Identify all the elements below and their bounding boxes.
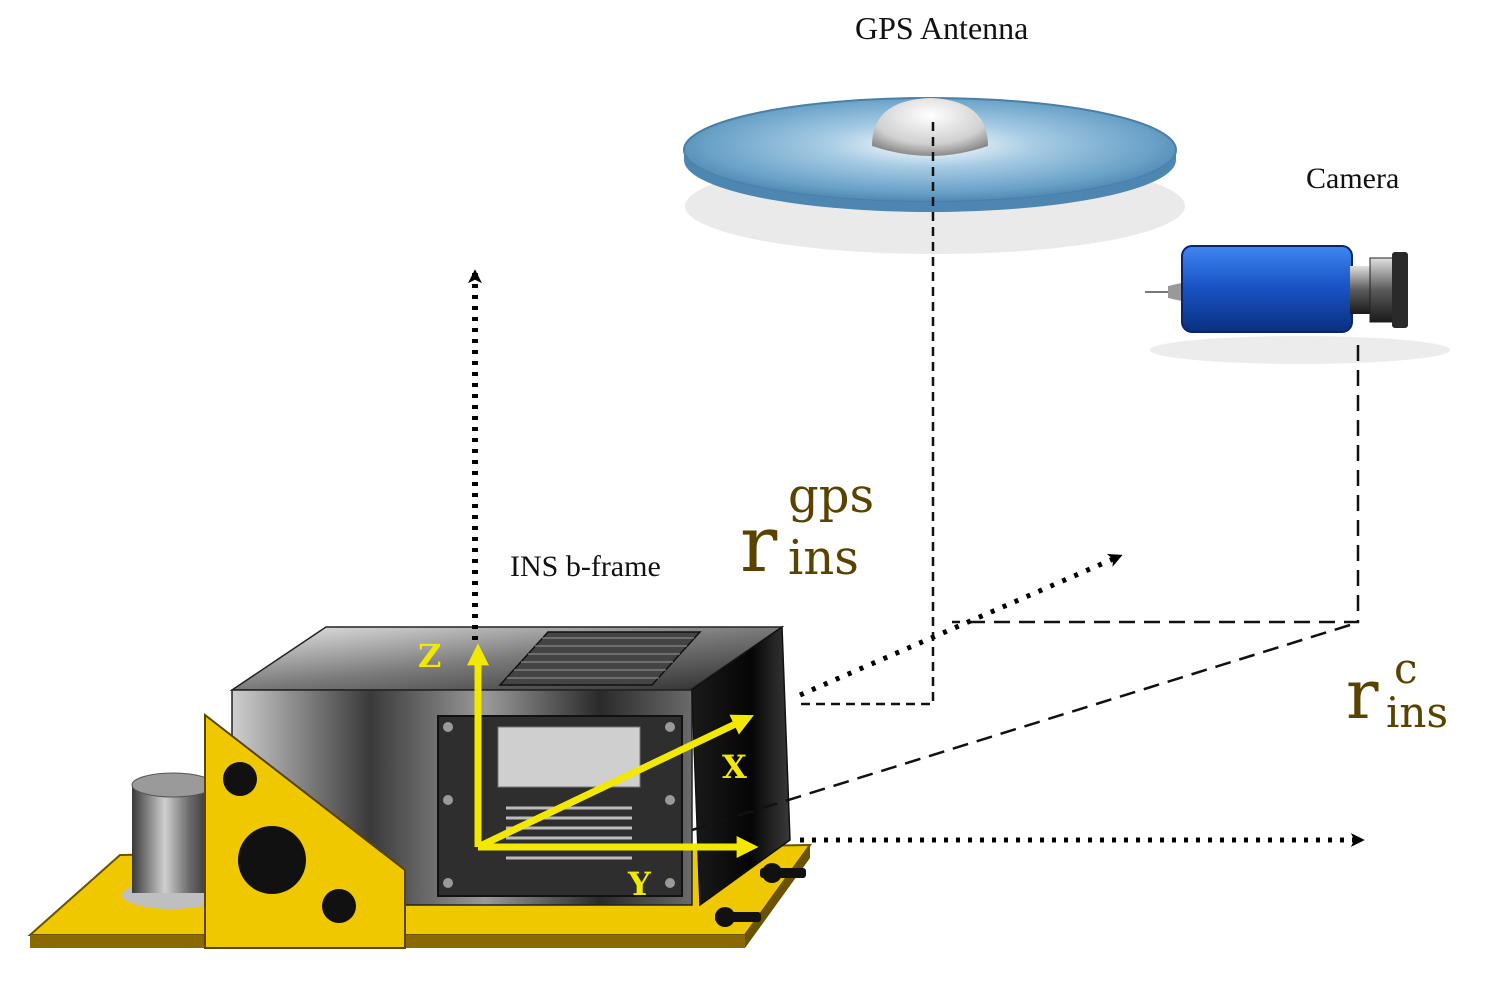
- r-ins-gps-symbol: r gps ins: [740, 472, 940, 602]
- r-ins-c-symbol: r c ins: [1346, 648, 1496, 748]
- ins-unit-icon: [229, 625, 806, 927]
- r-gps-superscript: gps: [788, 468, 875, 524]
- ins-frame-label: INS b-frame: [510, 550, 661, 583]
- ins-body-axes: Z X Y: [418, 637, 759, 903]
- y-axis-label: Y: [627, 865, 652, 903]
- x-axis-label: X: [722, 748, 747, 786]
- camera-icon: [1145, 245, 1450, 364]
- r-cam-superscript: c: [1394, 644, 1418, 693]
- r-cam-subscript: ins: [1386, 688, 1449, 737]
- r-gps-base: r: [740, 500, 778, 590]
- r-gps-subscript: ins: [788, 530, 859, 586]
- gps-antenna-label: GPS Antenna: [855, 10, 1029, 46]
- x-axis-arrow: [476, 714, 754, 851]
- camera-label: Camera: [1306, 162, 1400, 195]
- ins-cylinder-component: [122, 772, 222, 909]
- ins-side-bracket: [204, 712, 406, 949]
- gps-antenna-icon: [683, 97, 1185, 254]
- z-axis-label: Z: [418, 637, 441, 675]
- camera-dashed-line: [952, 345, 1360, 624]
- camera-offset-dashed-line: [691, 623, 1351, 832]
- r-cam-base: r: [1346, 656, 1379, 735]
